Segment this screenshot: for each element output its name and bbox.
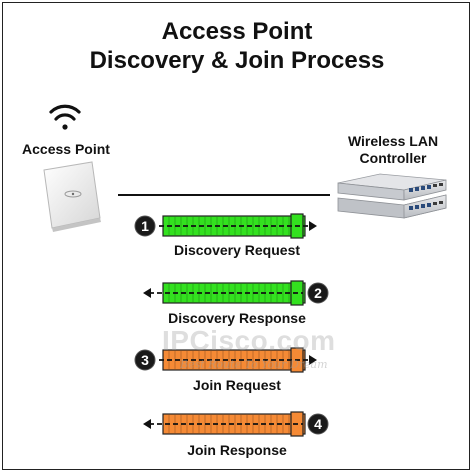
- step-4-label: Join Response: [187, 442, 287, 458]
- step-3-number: 3: [141, 352, 149, 368]
- step-3-label: Join Request: [193, 377, 281, 393]
- step-4-number: 4: [314, 416, 322, 432]
- arrow-head-left-icon: [143, 288, 151, 298]
- diagram-frame: [2, 2, 470, 470]
- step-3-arrow: 3: [134, 347, 317, 373]
- step-1-arrow: 1: [134, 213, 317, 239]
- step-2-label: Discovery Response: [168, 310, 306, 326]
- arrow-head-right-icon: [309, 221, 317, 231]
- step-2-number: 2: [314, 285, 322, 301]
- step-2-arrow: 2: [143, 280, 329, 306]
- watermark-text: IPCisco.com: [162, 325, 336, 356]
- wlc-device: [337, 173, 447, 219]
- wifi-icon: [49, 104, 81, 130]
- arrow-head-right-icon: [309, 355, 317, 365]
- step-1-label: Discovery Request: [173, 242, 301, 258]
- step-1-badge: [134, 215, 156, 237]
- step-1-number: 1: [141, 218, 149, 234]
- title-line-1: Access Point: [161, 18, 313, 45]
- step-4-arrow: 4: [143, 411, 329, 437]
- controller-label-line-1: Wireless LAN: [347, 133, 439, 149]
- controller-label-line-2: Controller: [359, 150, 427, 166]
- access-point-label: Access Point: [22, 141, 110, 157]
- arrow-head-left-icon: [143, 419, 151, 429]
- access-point-device: [43, 161, 101, 232]
- watermark-tagline: Best Route To Your Dream: [180, 358, 328, 371]
- step-4-badge: [307, 413, 329, 435]
- step-3-badge: [134, 349, 156, 371]
- title-line-2: Discovery & Join Process: [89, 47, 385, 74]
- step-2-badge: [307, 282, 329, 304]
